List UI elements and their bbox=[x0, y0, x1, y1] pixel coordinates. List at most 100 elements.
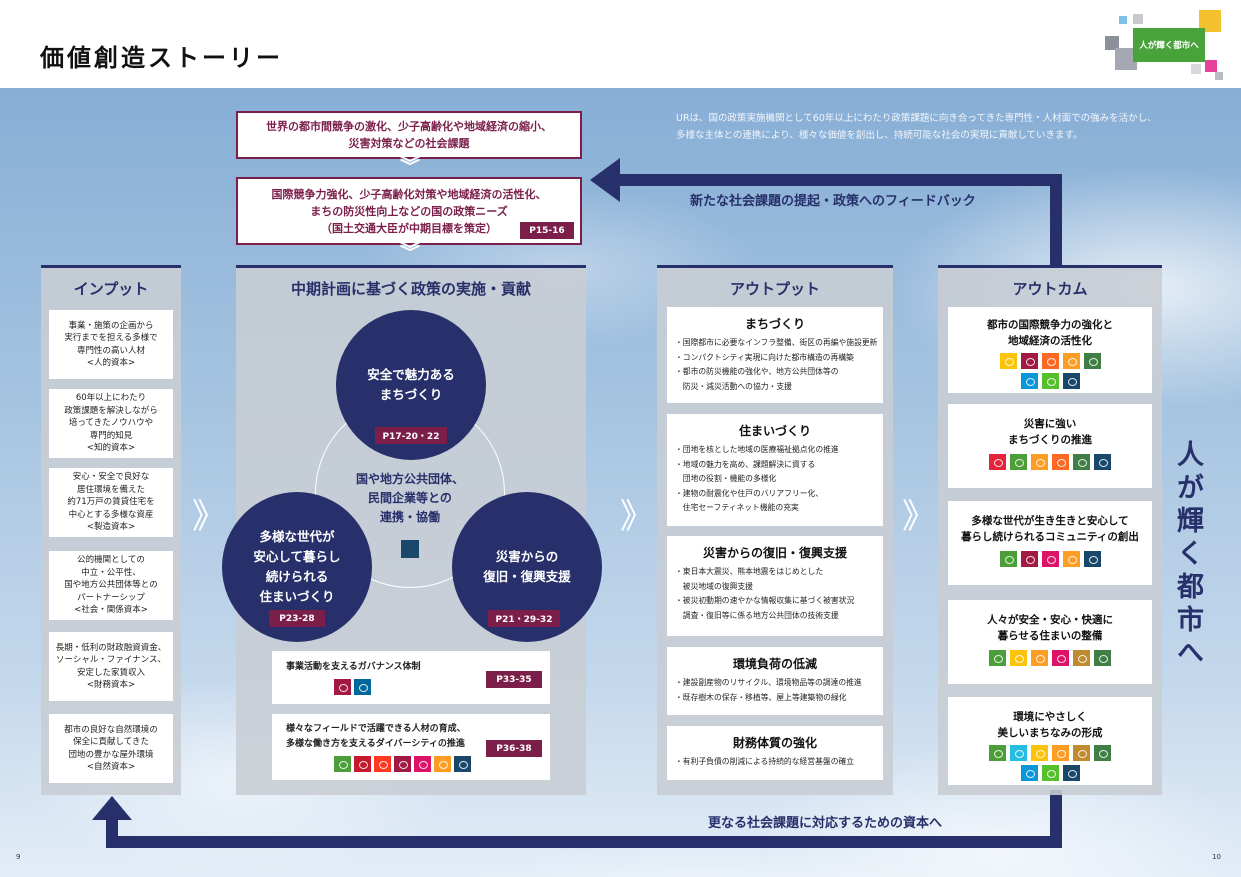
text: 中心とする多様な資産 bbox=[68, 509, 154, 520]
text: 続けられる bbox=[265, 569, 329, 584]
vertical-slogan: 人が輝く都市へ bbox=[1172, 440, 1203, 671]
outcome-box-housing: 人々が安全・安心・快適に 暮らせる住まいの整備 bbox=[948, 600, 1152, 684]
flow-chevron-icon: 》 bbox=[620, 497, 654, 537]
sdg-11-icon bbox=[1052, 745, 1069, 761]
policy-needs-box: 国際競争力強化、少子高齢化対策や地域経済の活性化、 まちの防災性向上などの国の政… bbox=[236, 177, 582, 245]
sdg-8-icon bbox=[394, 756, 411, 772]
text: 中立・公平性、 bbox=[81, 567, 141, 578]
text: まちづくりの推進 bbox=[1008, 434, 1092, 446]
text: 安心して暮らし bbox=[253, 549, 341, 564]
output-heading: 住まいづくり bbox=[738, 424, 811, 438]
sdg-13-icon bbox=[1073, 454, 1090, 470]
sdg-5-icon bbox=[374, 756, 391, 772]
text: ・国際都市に必要なインフラ整備、街区の再編や施設更新 bbox=[675, 338, 878, 347]
text: 60年以上にわたり bbox=[75, 393, 147, 404]
page-number-right: 10 bbox=[1212, 853, 1221, 861]
text: 長期・低利の財政融資資金、 bbox=[55, 642, 167, 653]
sdg-17-icon bbox=[1062, 373, 1080, 389]
sdg-icon-group bbox=[334, 756, 471, 772]
text: 災害に強い bbox=[1023, 418, 1077, 430]
page-reference: P21・29-32 bbox=[488, 610, 560, 627]
outcome-box-environment: 環境にやさしく 美しいまちなみの形成 bbox=[948, 697, 1152, 785]
social-issues-box: 世界の都市間競争の激化、少子高齢化や地域経済の縮小、 災害対策などの社会課題 bbox=[236, 111, 582, 159]
text: ・建設副産物のリサイクル、環境物品等の調達の推進 bbox=[675, 678, 862, 687]
sdg-17-icon bbox=[1083, 551, 1101, 567]
sdg-10-icon bbox=[1052, 650, 1069, 666]
outcome-box-disaster: 災害に強い まちづくりの推進 bbox=[948, 404, 1152, 488]
sdg-4-icon bbox=[354, 756, 371, 772]
sdg-11-icon bbox=[1062, 551, 1080, 567]
text: 環境にやさしく bbox=[1013, 711, 1087, 723]
box-line: 世界の都市間競争の激化、少子高齢化や地域経済の縮小、 bbox=[266, 120, 552, 133]
sdg-13-icon bbox=[1083, 353, 1101, 369]
text: <自然資本> bbox=[86, 762, 136, 772]
text: 安心・安全で良好な bbox=[72, 472, 150, 483]
box-line: 国際競争力強化、少子高齢化対策や地域経済の活性化、 bbox=[271, 187, 547, 201]
text: 保全に貢献してきた bbox=[73, 737, 149, 747]
down-chevron-icon: ︾ bbox=[400, 240, 420, 264]
page-reference: P23-28 bbox=[269, 610, 325, 627]
town-planning-circle: 安全で魅力ある まちづくり bbox=[336, 310, 486, 460]
sdg-icon-group bbox=[948, 454, 1152, 470]
capital-return-arrow bbox=[92, 790, 1062, 848]
sdg-9-icon bbox=[1052, 454, 1069, 470]
input-panel: インプット 事業・施策の企画から 実行までを担える多様で 専門性の高い人材 <人… bbox=[41, 265, 181, 795]
sdg-17-icon bbox=[454, 756, 471, 772]
text: 災害からの bbox=[495, 549, 559, 564]
feedback-arrow bbox=[590, 158, 1062, 268]
sdg-icon-group bbox=[948, 551, 1152, 567]
sdg-3-icon bbox=[1010, 454, 1027, 470]
text: 安全で魅力ある bbox=[367, 367, 455, 382]
outcome-box-community: 多様な世代が生き生きと安心して 暮らし続けられるコミュニティの創出 bbox=[948, 501, 1152, 585]
text: 暮らせる住まいの整備 bbox=[997, 630, 1103, 642]
feedback-label: 新たな社会課題の提起・政策へのフィードバック bbox=[690, 194, 976, 209]
sdg-3-icon bbox=[334, 756, 351, 772]
sdg-8-icon bbox=[1020, 551, 1038, 567]
sdg-3-icon bbox=[999, 551, 1017, 567]
input-item-social: 公的機関としての 中立・公平性、 国や地方公共団体等との パートナーシップ <社… bbox=[49, 551, 173, 620]
sdg-1-icon bbox=[989, 454, 1006, 470]
text: 民間企業等との bbox=[368, 491, 452, 505]
page-reference: P15-16 bbox=[520, 222, 574, 239]
sdg-9-icon bbox=[1041, 353, 1059, 369]
input-item-manufactured: 安心・安全で良好な 居住環境を備えた 約71万戸の賃貸住宅を 中心とする多様な資… bbox=[49, 468, 173, 537]
text: 多様な働き方を支えるダイバーシティの推進 bbox=[286, 739, 465, 749]
page-reference: P33-35 bbox=[486, 671, 542, 688]
text: ・団地を核とした地域の医療福祉拠点化の推進 bbox=[675, 445, 839, 454]
text: <知的資本> bbox=[86, 443, 136, 454]
page-number-left: 9 bbox=[16, 853, 21, 861]
sdg-17-icon bbox=[1094, 454, 1111, 470]
input-item-natural: 都市の良好な自然環境の 保全に貢献してきた 団地の豊かな屋外環境 <自然資本> bbox=[49, 714, 173, 783]
text: パートナーシップ bbox=[77, 592, 145, 603]
sdg-icon-group bbox=[948, 650, 1152, 666]
policy-title: 中期計画に基づく政策の実施・貢献 bbox=[290, 280, 531, 298]
box-line: まちの防災性向上などの国の政策ニーズ bbox=[310, 204, 508, 218]
intro-line: 多様な主体との連携により、様々な価値を創出し、持続可能な社会の実現に貢献していき… bbox=[676, 130, 1083, 141]
text: ・被災初動期の速やかな情報収集に基づく被害状況 bbox=[675, 596, 855, 605]
text: 事業・施策の企画から bbox=[68, 320, 154, 331]
diversity-text: 様々なフィールドで活躍できる人材の育成、 多様な働き方を支えるダイバーシティの推… bbox=[286, 722, 466, 752]
text: ・既存樹木の保存・移植等、屋上等建築物の緑化 bbox=[675, 692, 847, 702]
output-heading: 災害からの復旧・復興支援 bbox=[702, 546, 847, 560]
output-box-disaster: 災害からの復旧・復興支援 ・東日本大震災、熊本地震をはじめとした 被災地域の復興… bbox=[667, 536, 883, 636]
sdg-3-icon bbox=[989, 745, 1006, 761]
text: 美しいまちなみの形成 bbox=[997, 727, 1103, 739]
sdg-12-icon bbox=[1073, 650, 1090, 666]
output-box-housing: 住まいづくり ・団地を核とした地域の医療福祉拠点化の推進 ・地域の魅力を高め、課… bbox=[667, 414, 883, 526]
sdg-7-icon bbox=[999, 353, 1017, 369]
text: 専門的知見 bbox=[89, 430, 133, 441]
sdg-11-icon bbox=[1031, 454, 1048, 470]
down-chevron-icon: ︾ bbox=[400, 154, 420, 178]
text: <製造資本> bbox=[86, 522, 136, 533]
text: 調査・復旧等に係る地方公共団体の技術支援 bbox=[675, 610, 839, 620]
governance-text: 事業活動を支えるガバナンス体制 bbox=[286, 662, 421, 672]
sdg-8-icon bbox=[334, 679, 351, 695]
brand-logo bbox=[1105, 8, 1225, 80]
input-item-human: 事業・施策の企画から 実行までを担える多様で 専門性の高い人材 <人的資本> bbox=[49, 310, 173, 379]
text: まちづくり bbox=[379, 387, 443, 402]
sdg-13-icon bbox=[1094, 650, 1111, 666]
text: ・コンパクトシティ実現に向けた都市構造の再構築 bbox=[675, 352, 854, 362]
diversity-box: 様々なフィールドで活躍できる人材の育成、 多様な働き方を支えるダイバーシティの推… bbox=[272, 714, 550, 780]
sdg-14-icon bbox=[1020, 373, 1038, 389]
text: 様々なフィールドで活躍できる人材の育成、 bbox=[286, 724, 466, 734]
